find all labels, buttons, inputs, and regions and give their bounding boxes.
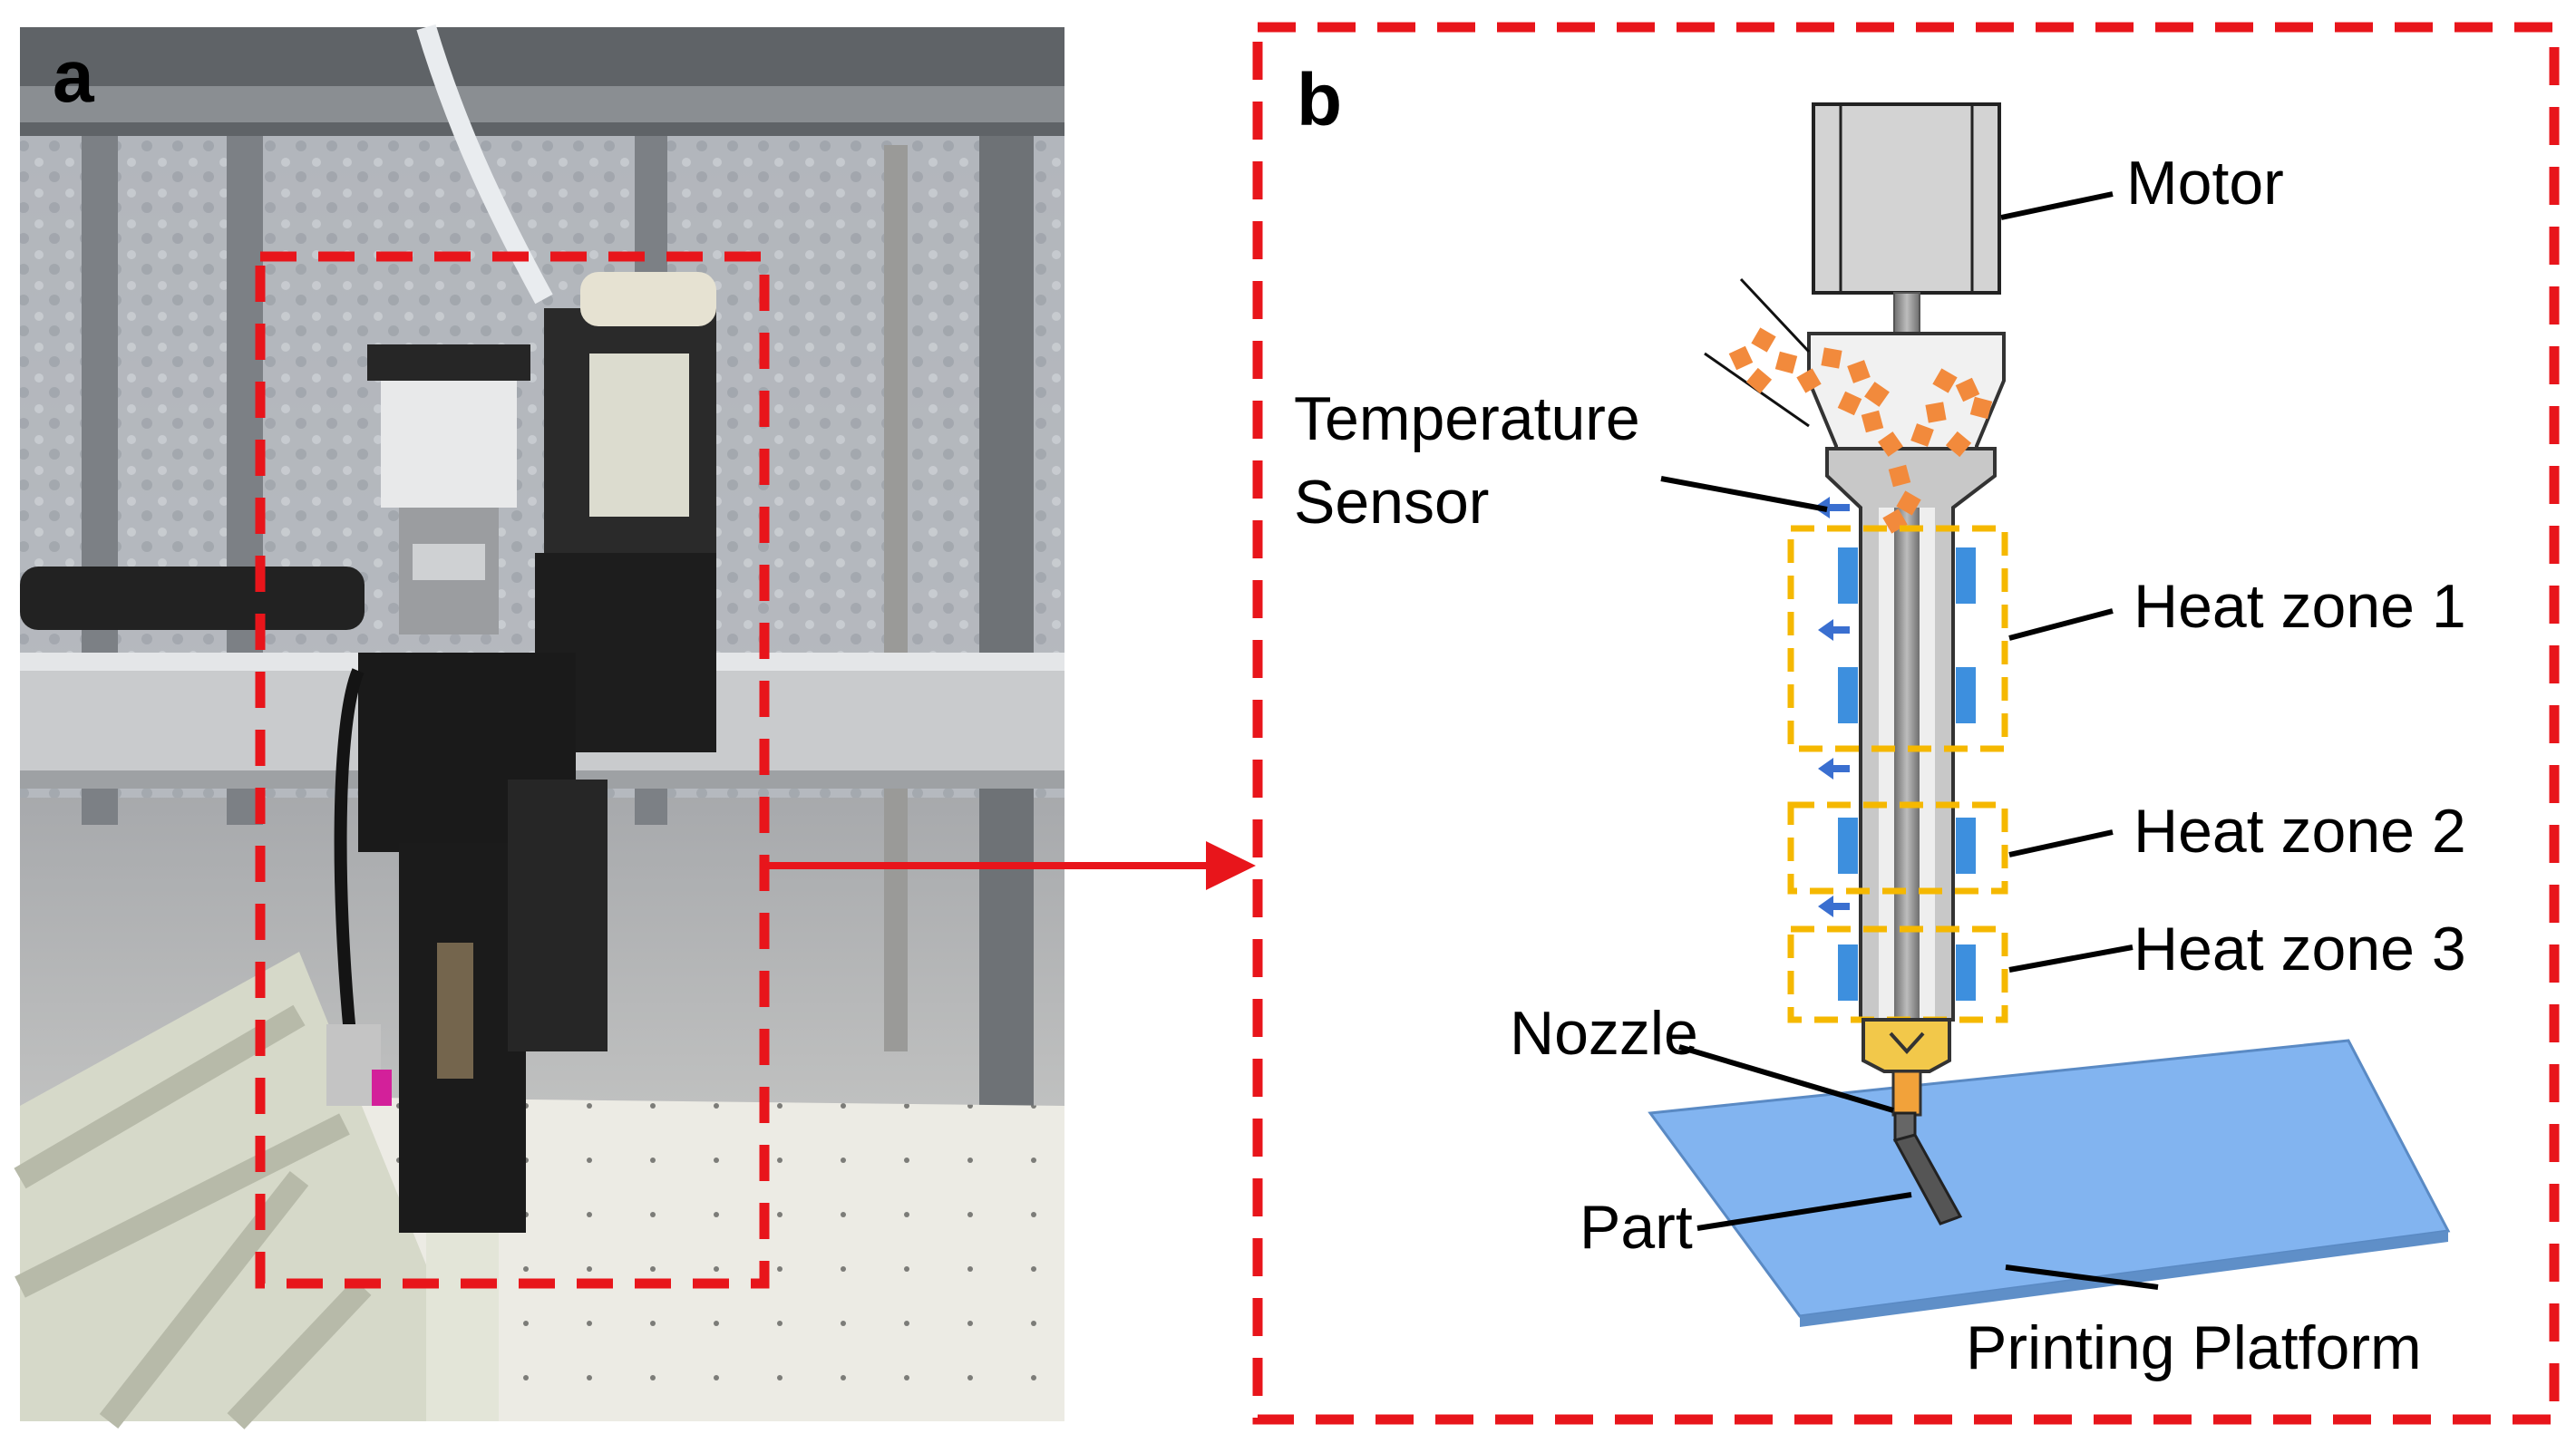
heat-zone-2-frame bbox=[1787, 801, 2008, 895]
nozzle bbox=[1862, 1018, 1951, 1117]
printer-photo bbox=[14, 24, 1064, 1429]
nozzle-label: Nozzle bbox=[1510, 999, 1698, 1068]
panel-b-letter: b bbox=[1297, 59, 1342, 141]
motor bbox=[1812, 102, 2001, 295]
panel-a: a bbox=[14, 24, 1256, 1429]
heat-zone-2-label: Heat zone 2 bbox=[2134, 797, 2466, 866]
photo-highlight-box bbox=[255, 251, 770, 1289]
panel-a-letter: a bbox=[53, 35, 95, 118]
printing-platform-label: Printing Platform bbox=[1966, 1313, 2422, 1382]
diagram-labels: Motor Temperature Sensor Heat zone 1 Hea… bbox=[1294, 149, 2466, 1382]
temperature-sensors bbox=[1813, 497, 1850, 917]
panel-b: b bbox=[1252, 22, 2560, 1425]
pellets bbox=[1728, 327, 1993, 534]
heat-zone-1-label: Heat zone 1 bbox=[2134, 572, 2466, 641]
panel-b-frame bbox=[1252, 22, 2560, 1425]
part-label: Part bbox=[1580, 1193, 1693, 1262]
connection-arrow bbox=[764, 841, 1256, 890]
temperature-sensor-label-line2: Sensor bbox=[1294, 468, 1489, 537]
barrel bbox=[1825, 447, 1997, 1022]
motor-label: Motor bbox=[2126, 149, 2284, 218]
leader-lines bbox=[1660, 191, 2159, 1290]
temperature-sensor-label-line1: Temperature bbox=[1294, 384, 1640, 453]
heat-zone-3-label: Heat zone 3 bbox=[2134, 915, 2466, 983]
printed-part bbox=[1892, 1111, 1963, 1225]
heater-blocks bbox=[1838, 547, 1976, 1001]
